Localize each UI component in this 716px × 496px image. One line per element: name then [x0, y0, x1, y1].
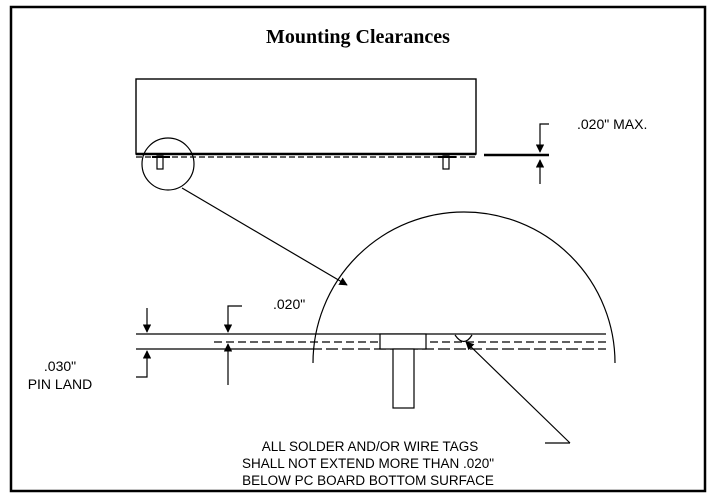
pin-detail — [392, 348, 415, 409]
clearance-label: .020" — [273, 296, 305, 312]
drawing-border — [9, 5, 707, 493]
clearance-arrow-top — [223, 305, 242, 333]
max-clearance-label: .020" MAX. — [577, 116, 647, 132]
pin-land-label: PIN LAND — [28, 376, 93, 392]
detail-leader — [181, 187, 348, 286]
note-block: ALL SOLDER AND/OR WIRE TAGS SHALL NOT EX… — [242, 439, 494, 488]
note-line-2: SHALL NOT EXTEND MORE THAN .020" — [242, 456, 494, 471]
top-view: .020" MAX. — [135, 78, 647, 191]
magnified-arc — [312, 211, 616, 364]
pin-pad-detail — [379, 333, 427, 350]
pin-land-arrow-bottom — [136, 350, 152, 378]
detail-view: .030" PIN LAND .020" — [28, 211, 616, 409]
note-line-3: BELOW PC BOARD BOTTOM SURFACE — [242, 473, 494, 488]
max-leader-top — [535, 123, 549, 153]
note-line-1: ALL SOLDER AND/OR WIRE TAGS — [262, 439, 479, 454]
diagram-title: Mounting Clearances — [266, 26, 450, 48]
note-leader — [465, 341, 571, 444]
detail-circle — [141, 137, 195, 191]
pin-land-value: .030" — [44, 358, 76, 374]
solder-bump — [454, 334, 473, 343]
module-body — [135, 78, 477, 155]
